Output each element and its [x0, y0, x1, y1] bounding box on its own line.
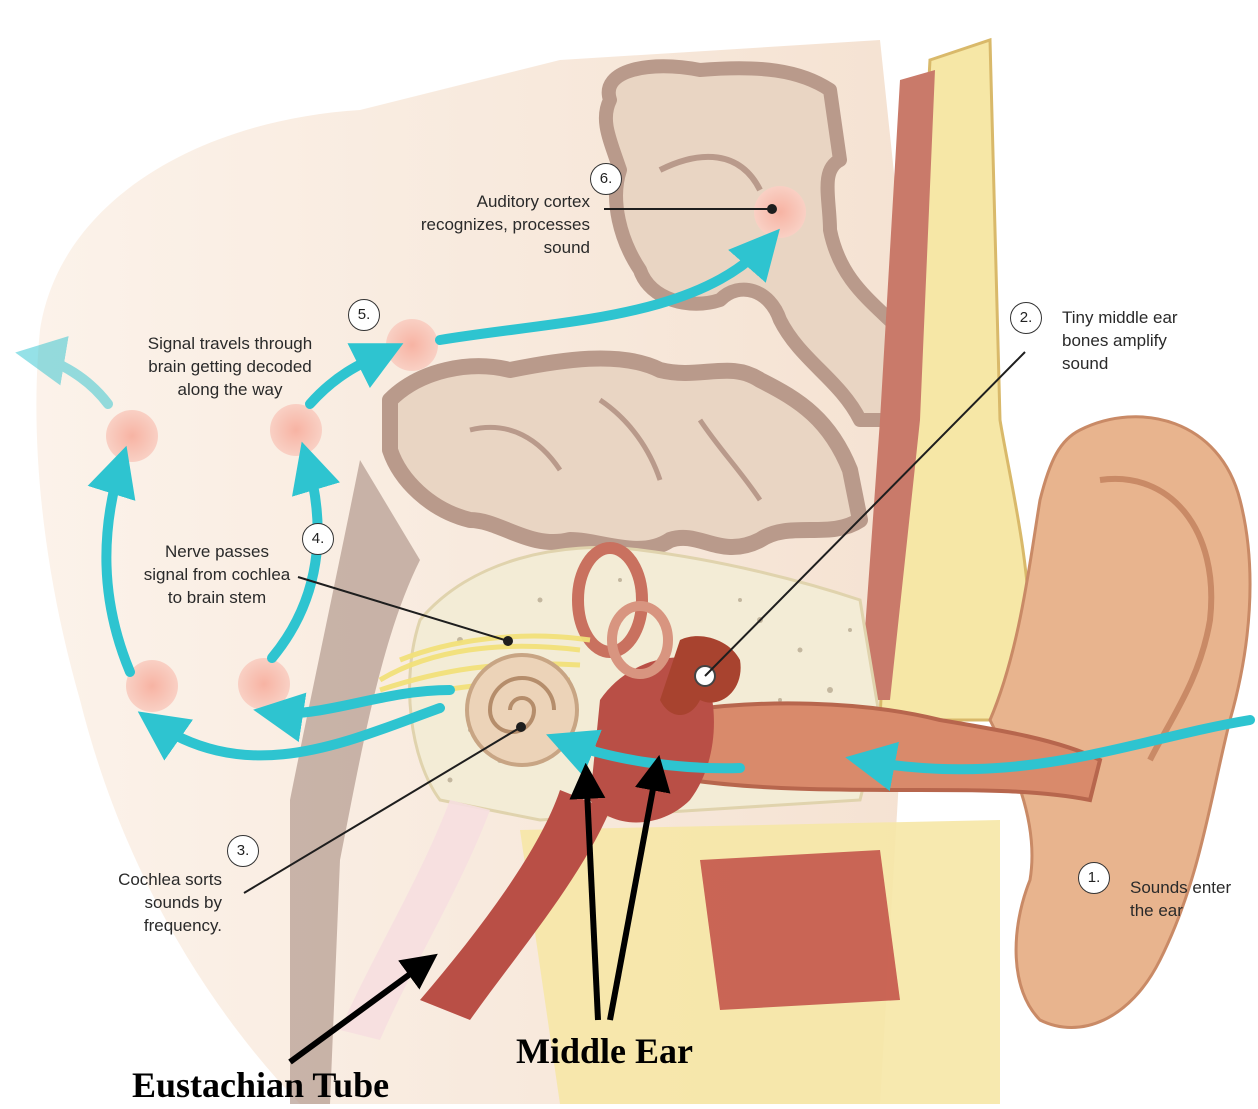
step-4-label: Nerve passes signal from cochlea to brai… [112, 540, 322, 609]
step-5-badge: 5. [348, 299, 380, 331]
step-6-label: Auditory cortex recognizes, processes so… [368, 190, 590, 259]
eustachian-tube-label: Eustachian Tube [132, 1064, 389, 1106]
step-3-badge: 3. [227, 835, 259, 867]
step-3-label: Cochlea sorts sounds by frequency. [70, 868, 222, 937]
step-5-label: Signal travels through brain getting dec… [110, 332, 350, 401]
step-2-badge: 2. [1010, 302, 1042, 334]
jaw-muscle [700, 850, 900, 1010]
step-1-label: Sounds enter the ear [1130, 876, 1250, 922]
step-1-badge: 1. [1078, 862, 1110, 894]
middle-ear-label: Middle Ear [516, 1030, 693, 1072]
step-2-label: Tiny middle ear bones amplify sound [1062, 306, 1252, 375]
step-6-badge: 6. [590, 163, 622, 195]
outer-ear [990, 417, 1250, 1028]
